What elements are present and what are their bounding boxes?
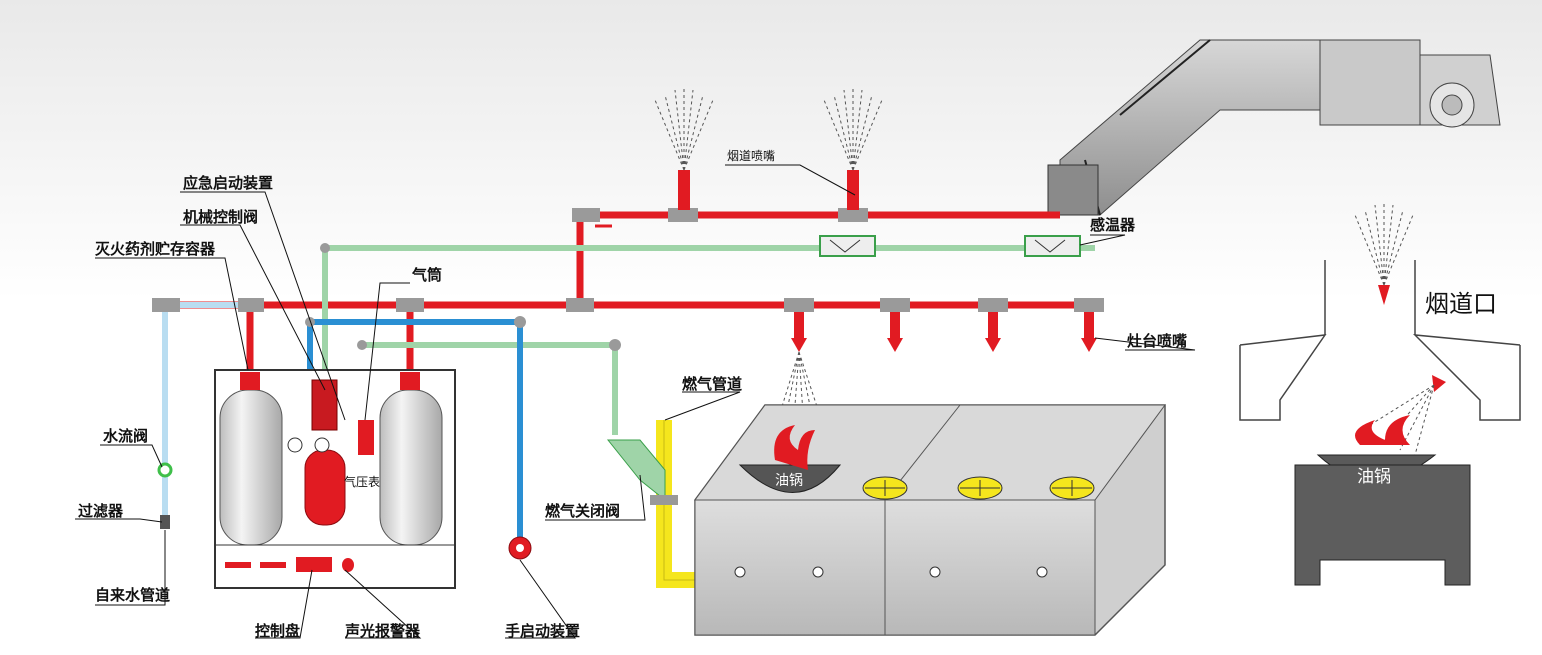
duct-nozzle-left <box>654 88 714 210</box>
temp-sensor-1 <box>819 235 876 257</box>
label-mechanical-valve: 机械控制阀 <box>183 208 258 226</box>
label-tap-water-pipe: 自来水管道 <box>95 586 170 604</box>
agent-tank-right <box>379 389 443 546</box>
label-emergency-start: 应急启动装置 <box>183 174 273 192</box>
wok-left <box>738 464 842 493</box>
label-filter: 过滤器 <box>78 502 124 520</box>
label-temp-sensor: 感温器 <box>1090 216 1136 234</box>
control-panel-box <box>296 557 332 572</box>
pipe-fittings <box>152 208 1104 351</box>
gas-cylinder <box>304 449 346 526</box>
label-manual-start: 手启动装置 <box>505 622 580 640</box>
label-duct-nozzle: 烟道喷嘴 <box>727 149 775 163</box>
label-wok-left: 油锅 <box>775 473 803 489</box>
alarm-light <box>342 558 354 572</box>
exhaust-duct <box>1047 39 1501 216</box>
flame-left <box>774 425 815 470</box>
label-stove-nozzle: 灶台喷嘴 <box>1127 332 1187 350</box>
stove-nozzles <box>791 312 1097 352</box>
duct-outlet-detail <box>1239 203 1521 586</box>
label-pressure-gauge: 气压表 <box>344 474 380 489</box>
label-gas-shutoff-valve: 燃气关闭阀 <box>545 502 620 520</box>
manual-pull-line <box>307 319 523 540</box>
duct-nozzle-right <box>823 88 883 210</box>
manual-start-center <box>516 544 524 552</box>
label-sound-light-alarm: 声光报警器 <box>344 622 421 640</box>
stove <box>694 404 1166 636</box>
leader-lines <box>75 164 1196 639</box>
label-control-panel: 控制盘 <box>255 622 300 640</box>
label-duct-outlet: 烟道口 <box>1425 290 1497 318</box>
temp-sensor-2 <box>1024 235 1081 257</box>
pressure-gauge-right <box>314 437 330 453</box>
stove-spray <box>769 351 829 446</box>
water-flow-valve-symbol <box>157 462 173 478</box>
control-cabinet <box>214 369 456 589</box>
label-water-flow-valve: 水流阀 <box>103 427 148 445</box>
label-gas-pipe: 燃气管道 <box>682 375 742 393</box>
label-wok-right: 油锅 <box>1357 467 1391 487</box>
pressure-gauge-left <box>287 437 303 453</box>
label-agent-container: 灭火药剂贮存容器 <box>94 240 216 258</box>
emergency-start-device <box>358 420 374 455</box>
label-gas-cylinder: 气筒 <box>411 266 442 284</box>
agent-tank-left <box>219 389 283 546</box>
filter-symbol <box>160 515 170 529</box>
